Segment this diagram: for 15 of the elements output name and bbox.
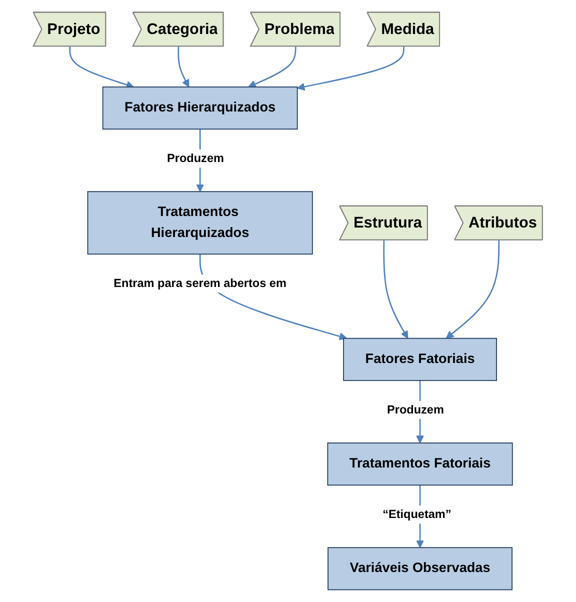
node-box: Variáveis Observadas — [328, 547, 513, 590]
arrow — [383, 240, 408, 339]
node-box: Tratamentos Fatoriais — [327, 442, 514, 486]
edge-label: “Etiquetam” — [382, 507, 452, 521]
arrow — [248, 46, 297, 88]
edge-label: Produzem — [387, 402, 444, 416]
arrow — [178, 46, 190, 88]
node-box: Tratamentos Hierarquizados — [87, 191, 314, 255]
node-box: Fatores Hierarquizados — [102, 86, 298, 130]
edge-label: Produzem — [167, 151, 224, 165]
arrow — [446, 240, 500, 339]
edge-label: Entram para serem abertos em — [114, 276, 287, 290]
arrow — [69, 46, 134, 89]
node-box: Fatores Fatoriais — [343, 338, 498, 381]
arrow — [297, 46, 405, 91]
